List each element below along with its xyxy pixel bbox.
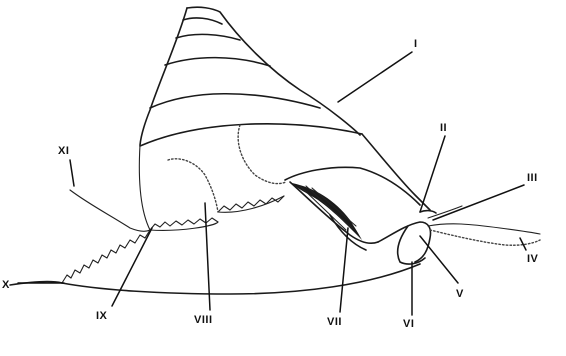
leader-II bbox=[420, 136, 445, 212]
whorl-suture-4 bbox=[150, 94, 320, 108]
label-I: I bbox=[414, 38, 418, 50]
whorl-suture-2 bbox=[176, 34, 240, 40]
shell-lower-edge bbox=[139, 145, 150, 230]
shell-right-outline bbox=[187, 7, 360, 135]
mantle-lobe-right bbox=[238, 125, 286, 184]
whorl-suture-3 bbox=[165, 58, 270, 66]
shell-spire bbox=[140, 7, 362, 146]
whorl-suture-5 bbox=[140, 124, 362, 146]
mantle-frill-right bbox=[218, 196, 284, 212]
label-IV: IV bbox=[527, 253, 539, 265]
snail-head bbox=[378, 206, 540, 264]
snail-foot bbox=[10, 264, 420, 294]
mantle-lobe-left bbox=[168, 159, 218, 212]
mantle-lobes bbox=[168, 125, 286, 212]
mantle bbox=[62, 145, 284, 283]
whorl-suture-1 bbox=[183, 18, 222, 24]
label-XI: XI bbox=[58, 145, 69, 157]
leader-IX bbox=[112, 228, 152, 306]
leader-III bbox=[433, 185, 524, 220]
label-VIII: VIII bbox=[194, 314, 213, 326]
mantle-tail-line bbox=[70, 190, 150, 231]
eye-stalk bbox=[420, 211, 436, 213]
aperture-lip bbox=[285, 167, 420, 205]
shell-left-outline bbox=[140, 8, 187, 145]
foot-sole bbox=[62, 264, 420, 294]
leader-V bbox=[420, 236, 458, 283]
leader-XI bbox=[70, 160, 74, 186]
mantle-frill-mid bbox=[150, 218, 218, 230]
label-IX: IX bbox=[96, 310, 108, 322]
label-VII: VII bbox=[327, 316, 342, 328]
leader-VII bbox=[340, 228, 348, 312]
leader-I bbox=[338, 52, 412, 102]
label-V: V bbox=[456, 288, 464, 300]
label-II: II bbox=[440, 122, 447, 134]
label-VI: VI bbox=[403, 318, 414, 330]
tentacle-upper bbox=[428, 224, 540, 234]
body-whorl bbox=[285, 134, 430, 250]
tentacle-lower bbox=[430, 230, 540, 245]
label-X: X bbox=[2, 279, 10, 291]
label-III: III bbox=[527, 172, 538, 184]
head-outline bbox=[378, 222, 431, 262]
